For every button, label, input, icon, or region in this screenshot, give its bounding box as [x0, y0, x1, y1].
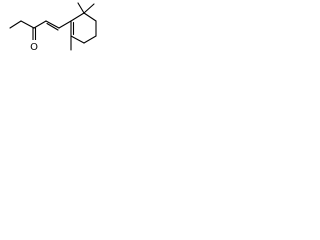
oxygen-label-background — [29, 40, 39, 52]
skeletal-structure-diagram: O — [9, 2, 97, 53]
bond-ethyl-to-carbonyl — [20, 20, 35, 29]
bond-carbonyl-to-alkene — [33, 20, 47, 29]
bond-alkene-to-ring — [58, 20, 72, 29]
bond-gem-methyl-left — [77, 2, 85, 14]
bond-ring-c2-c3 — [83, 12, 97, 22]
bond-alkene-2 — [46, 22, 59, 31]
bond-gem-methyl-right — [83, 3, 95, 14]
bond-ring-c1-c2 — [70, 12, 85, 22]
bond-ethyl-terminal — [9, 20, 22, 29]
bond-alkene-1 — [45, 20, 60, 29]
oxygen-atom-label: O — [30, 42, 38, 53]
bond-ring-c4-c5 — [83, 35, 97, 44]
bond-ring-c5-c6 — [70, 35, 85, 44]
